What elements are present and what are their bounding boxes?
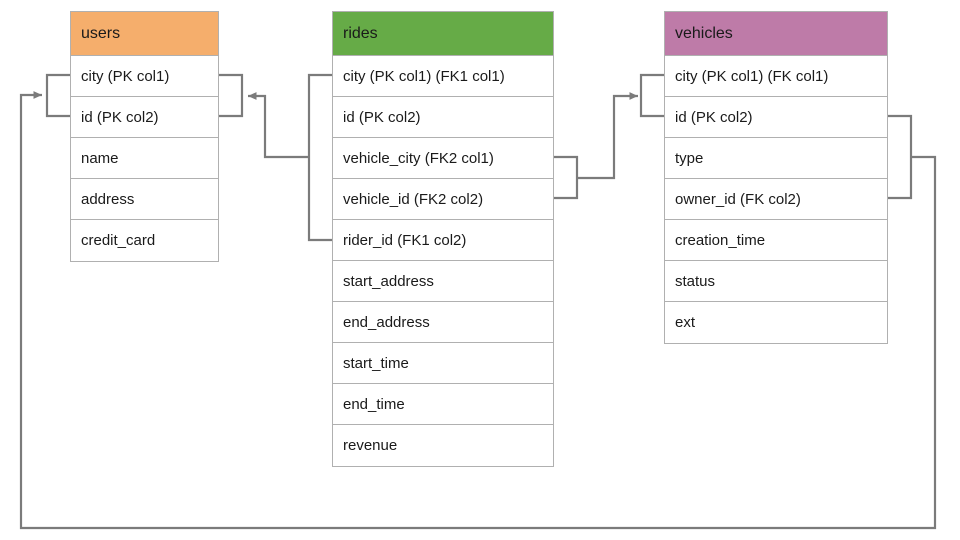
users-right-bracket	[219, 73, 244, 118]
table-rides-column-vehicle-id[interactable]: vehicle_id (FK2 col2)	[333, 179, 553, 220]
table-rides-header: rides	[333, 12, 553, 56]
table-rides-column-start-time[interactable]: start_time	[333, 343, 553, 384]
table-vehicles-column-city[interactable]: city (PK col1) (FK col1)	[665, 56, 887, 97]
table-rides-column-vehicle-city[interactable]: vehicle_city (FK2 col1)	[333, 138, 553, 179]
table-rides-column-city[interactable]: city (PK col1) (FK1 col1)	[333, 56, 553, 97]
vehicles-left-bracket	[639, 73, 664, 118]
table-vehicles-header: vehicles	[665, 12, 887, 56]
table-users-column-credit-card[interactable]: credit_card	[81, 232, 156, 249]
table-vehicles-column-id[interactable]: id (PK col2)	[665, 97, 887, 138]
rides-left-bracket	[307, 73, 332, 242]
table-users-column-id[interactable]: id (PK col2)	[71, 97, 218, 138]
table-vehicles-column-creation-time[interactable]: creation_time	[665, 220, 887, 261]
table-users-column-name[interactable]: name	[71, 138, 218, 179]
table-rides-column-revenue[interactable]: revenue	[343, 437, 398, 454]
table-users[interactable]: users city (PK col1) id (PK col2) name a…	[70, 11, 219, 262]
users-left-bracket	[45, 73, 70, 118]
vehicles-to-users-line	[19, 91, 937, 530]
table-vehicles-column-owner-id[interactable]: owner_id (FK col2)	[665, 179, 887, 220]
table-rides[interactable]: rides city (PK col1) (FK1 col1) id (PK c…	[332, 11, 554, 467]
rides-to-vehicles-line	[577, 92, 638, 180]
table-users-column-address[interactable]: address	[71, 179, 218, 220]
rides-right-bracket	[554, 155, 579, 200]
table-rides-column-end-time[interactable]: end_time	[333, 384, 553, 425]
table-rides-column-start-address[interactable]: start_address	[333, 261, 553, 302]
table-rides-column-end-address[interactable]: end_address	[333, 302, 553, 343]
table-vehicles-column-status[interactable]: status	[665, 261, 887, 302]
table-vehicles-column-type[interactable]: type	[665, 138, 887, 179]
table-users-header: users	[71, 12, 218, 56]
table-vehicles-column-ext[interactable]: ext	[675, 314, 696, 331]
vehicles-right-bracket	[888, 114, 913, 200]
table-rides-column-id[interactable]: id (PK col2)	[333, 97, 553, 138]
rides-to-users-line	[248, 92, 309, 159]
table-rides-column-rider-id[interactable]: rider_id (FK1 col2)	[333, 220, 553, 261]
table-vehicles[interactable]: vehicles city (PK col1) (FK col1) id (PK…	[664, 11, 888, 344]
table-users-column-city[interactable]: city (PK col1)	[71, 56, 218, 97]
